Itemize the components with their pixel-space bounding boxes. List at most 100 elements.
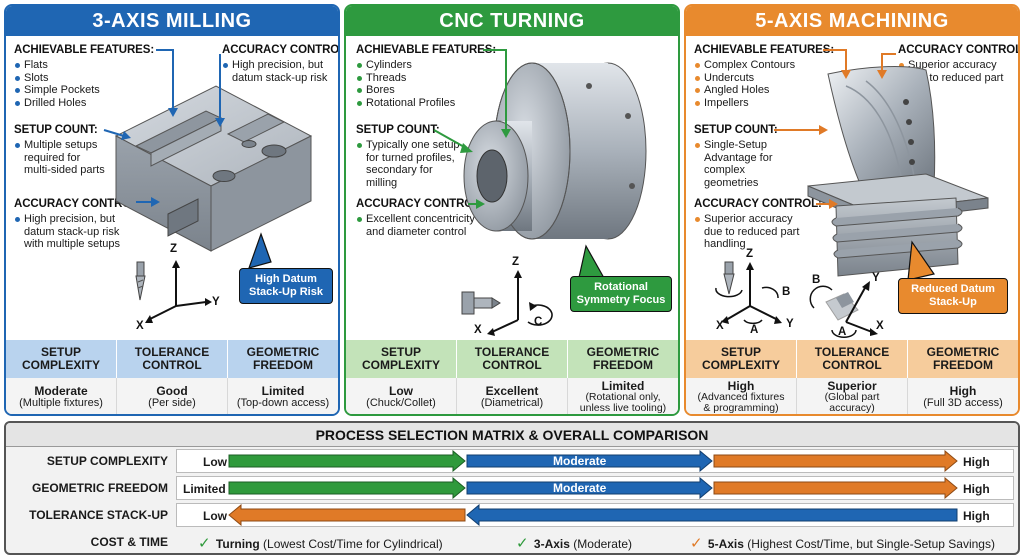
list-item: Typically one setup bbox=[356, 139, 460, 152]
matrix-row-setup-complexity: SETUP COMPLEXITY Low Moderate High bbox=[6, 448, 1018, 474]
axis-b-label: B bbox=[782, 286, 791, 298]
axis-z-label: Z bbox=[512, 256, 519, 268]
panel-3-axis-milling: 3-AXIS MILLING ACHIEVABLE FEATURES: Flat… bbox=[4, 4, 340, 416]
milled-block-illustration bbox=[103, 49, 313, 323]
metric-value: Limited(Top-down access) bbox=[236, 384, 330, 409]
list-item: due to reduced part bbox=[704, 225, 800, 238]
metric-value: High(Advanced fixtures& programming) bbox=[686, 378, 797, 414]
accuracy-heading: ACCURACY CONTROL: bbox=[694, 198, 822, 210]
features-heading: ACHIEVABLE FEATURES: bbox=[694, 44, 835, 56]
list-item: multi-sided parts bbox=[24, 164, 105, 176]
list-item: Rotational Profiles bbox=[356, 97, 455, 110]
list-item: Advantage for bbox=[704, 151, 773, 164]
list-item: and diameter control bbox=[366, 225, 467, 238]
setup-heading: SETUP COUNT: bbox=[694, 124, 778, 136]
axis-b2-label: B bbox=[812, 274, 821, 286]
accuracy-list: Superior accuracy due to reduced part ha… bbox=[694, 213, 799, 251]
list-item: Slots bbox=[14, 72, 100, 85]
list-item: Superior accuracy bbox=[694, 213, 799, 226]
panel-title: CNC TURNING bbox=[346, 6, 678, 36]
list-item: with multiple setups bbox=[24, 238, 120, 250]
list-item: Single-Setup bbox=[694, 139, 773, 152]
scale-high: High bbox=[963, 455, 990, 469]
list-item: Cylinders bbox=[356, 59, 455, 72]
turned-part-illustration bbox=[433, 49, 647, 336]
axis-y2-label: Y bbox=[872, 272, 880, 284]
row-label: SETUP COMPLEXITY bbox=[46, 454, 168, 468]
scale-moderate: Moderate bbox=[553, 481, 607, 495]
accuracy-top-list: Superior accuracy due to reduced part bbox=[898, 59, 1003, 84]
cost-item-3-axis: ✓ 3-Axis (Moderate) bbox=[516, 535, 632, 552]
features-heading: ACHIEVABLE FEATURES: bbox=[356, 44, 497, 56]
axis-y-label: Y bbox=[212, 296, 220, 308]
axis-a2-label: A bbox=[838, 326, 847, 338]
accuracy-list: High precision, but datum stack-up risk … bbox=[14, 213, 120, 251]
axis-x-label: X bbox=[136, 320, 144, 332]
row-track: ✓ Turning (Lowest Cost/Time for Cylindri… bbox=[176, 530, 1014, 553]
matrix-title: PROCESS SELECTION MATRIX & OVERALL COMPA… bbox=[6, 423, 1018, 447]
scale-high: High bbox=[963, 509, 990, 523]
panel-cnc-turning: CNC TURNING ACHIEVABLE FEATURES: Cylinde… bbox=[344, 4, 680, 416]
setup-list: Typically one setup for turned profiles,… bbox=[356, 139, 460, 189]
axis-x-label: X bbox=[474, 324, 482, 336]
axis-y-label: Y bbox=[786, 318, 794, 330]
scale-low: Low bbox=[203, 509, 227, 523]
panel-title: 5-AXIS MACHINING bbox=[686, 6, 1018, 36]
axis-x2-label: X bbox=[876, 320, 884, 332]
scale-low: Low bbox=[203, 455, 227, 469]
list-item: datum stack-up risk bbox=[24, 225, 120, 238]
axis-c-label: C bbox=[534, 316, 543, 328]
list-item: Drilled Holes bbox=[14, 97, 100, 110]
list-item: Angled Holes bbox=[694, 84, 795, 97]
metric-value: Excellent(Diametrical) bbox=[457, 378, 568, 414]
metric-value: Limited(Rotational only,unless live tool… bbox=[579, 378, 667, 414]
list-item: for turned profiles, bbox=[366, 151, 455, 164]
scale-limited: Limited bbox=[183, 482, 226, 496]
list-item: Complex Contours bbox=[694, 59, 795, 72]
accuracy-heading: ACCURACY CONTROL: bbox=[14, 198, 142, 210]
axis-z-label: Z bbox=[746, 248, 753, 260]
list-item: Simple Pockets bbox=[14, 84, 100, 97]
panel-body: ACHIEVABLE FEATURES: Cylinders Threads B… bbox=[346, 36, 678, 340]
list-item: Impellers bbox=[694, 97, 795, 110]
list-item: datum stack-up risk bbox=[232, 71, 328, 84]
row-track: Low High bbox=[176, 503, 1014, 527]
row-label: GEOMETRIC FREEDOM bbox=[31, 481, 168, 495]
metric-value: Good(Per side) bbox=[117, 378, 228, 414]
axis-a-label: A bbox=[750, 324, 759, 336]
list-item: milling bbox=[366, 176, 398, 189]
turbine-blade-illustration bbox=[715, 49, 989, 338]
setup-heading: SETUP COUNT: bbox=[14, 124, 98, 136]
features-list: Complex Contours Undercuts Angled Holes … bbox=[694, 59, 795, 109]
list-item: handling bbox=[704, 238, 746, 250]
list-item: Undercuts bbox=[694, 72, 795, 85]
panel-body: ACHIEVABLE FEATURES: Flats Slots Simple … bbox=[6, 36, 338, 340]
list-item: due to reduced part bbox=[908, 71, 1004, 84]
list-item: Bores bbox=[356, 84, 455, 97]
accuracy-top-heading: ACCURACY CONTROL bbox=[222, 44, 340, 56]
scale-high: High bbox=[963, 482, 990, 496]
list-item: Threads bbox=[356, 72, 455, 85]
list-item: High precision, but bbox=[222, 59, 327, 72]
list-item: required for bbox=[24, 151, 81, 164]
row-label: COST & TIME bbox=[90, 535, 168, 549]
list-item: Excellent concentricity bbox=[356, 213, 475, 226]
row-track: Limited Moderate High bbox=[176, 476, 1014, 500]
check-icon: ✓ bbox=[198, 535, 211, 552]
metric-value: Low(Chuck/Collet) bbox=[346, 378, 457, 414]
list-item: Flats bbox=[14, 59, 100, 72]
cost-item-5-axis: ✓ 5-Axis (Highest Cost/Time, but Single-… bbox=[690, 535, 995, 552]
panel-5-axis-machining: 5-AXIS MACHINING ACHIEVABLE FEATURES: Co… bbox=[684, 4, 1020, 416]
matrix-row-geometric-freedom: GEOMETRIC FREEDOM Limited Moderate High bbox=[6, 475, 1018, 501]
matrix-row-tolerance-stack-up: TOLERANCE STACK-UP Low High bbox=[6, 502, 1018, 528]
